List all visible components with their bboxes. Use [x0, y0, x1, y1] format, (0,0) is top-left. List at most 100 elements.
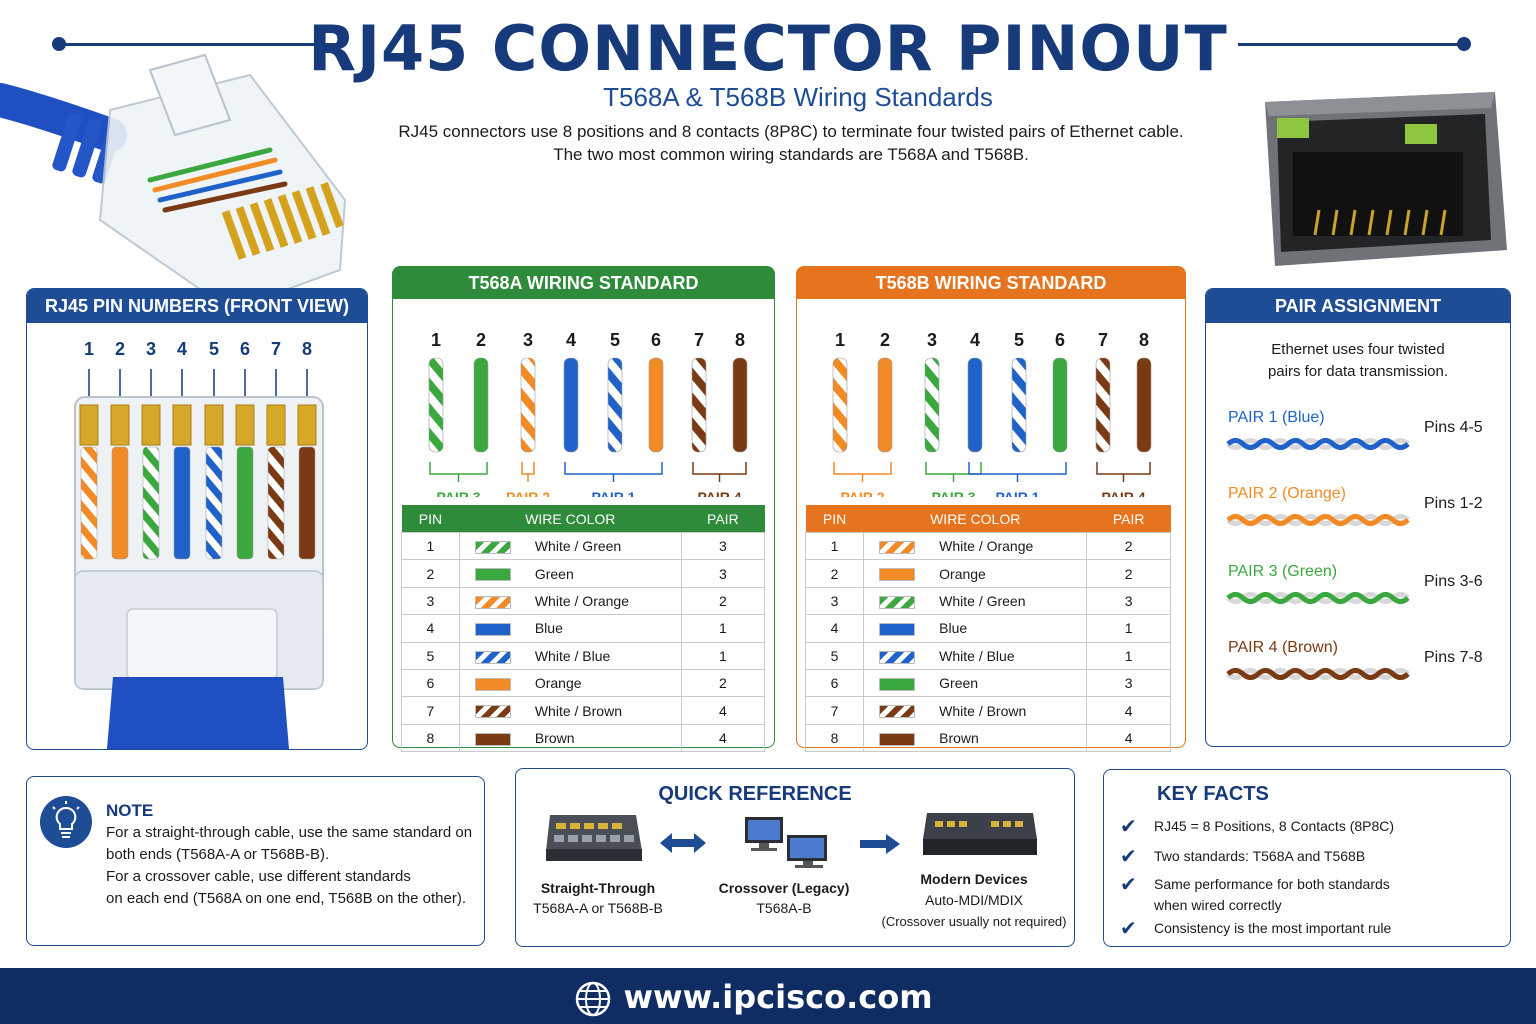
t568b-col-wire-color: WIRE COLOR	[930, 510, 1021, 527]
t568b-cell-wire-color: Brown	[863, 723, 1088, 753]
t568b-cell-pair: 1	[1086, 641, 1171, 670]
intro-text: RJ45 connectors use 8 positions and 8 co…	[0, 120, 1536, 166]
t568a-cell-wire-color: White / Blue	[458, 641, 682, 670]
t568b-pair-label: PAIR 1	[995, 489, 1039, 497]
t568b-pair-label: PAIR 2	[840, 489, 884, 497]
footer-website-link[interactable]: www.ipcisco.com	[623, 978, 933, 1016]
check-icon: ✔	[1120, 874, 1137, 896]
t568a-pair-label: PAIR 3	[436, 489, 480, 497]
t568b-table-row: 1 White / Orange 2	[804, 531, 1171, 561]
pair-pins: Pins 3-6	[1424, 573, 1483, 590]
t568b-cell-pin: 6	[804, 668, 865, 698]
t568b-wire	[1136, 357, 1152, 453]
pair-pins: Pins 7-8	[1424, 649, 1483, 666]
t568a-wire	[473, 357, 489, 453]
t568b-wire	[967, 357, 983, 453]
t568a-pin-number: 2	[476, 330, 486, 350]
t568a-wire-color-label: Blue	[534, 620, 563, 637]
t568a-pin-number: 4	[566, 330, 576, 350]
t568a-wire-color-label: Brown	[534, 729, 575, 746]
wire-color-swatch	[474, 650, 511, 664]
pair-assignment-title: PAIR ASSIGNMENT	[1206, 289, 1510, 323]
t568a-cell-pin: 2	[401, 559, 460, 588]
t568b-cell-pin: 1	[804, 531, 865, 561]
t568a-pair-bracket	[429, 462, 488, 482]
t568b-wire-color-label: Orange	[939, 565, 986, 582]
note-line-3: For a crossover cable, use different sta…	[106, 868, 411, 885]
pair-name: PAIR 2 (Orange)	[1228, 485, 1346, 502]
t568a-cell-wire-color: White / Brown	[458, 696, 682, 725]
t568b-col-pair: PAIR	[1112, 510, 1145, 527]
t568a-cell-wire-color: White / Orange	[458, 586, 682, 616]
t568a-cell-wire-color: White / Green	[458, 531, 682, 561]
t568a-pair-label: PAIR 1	[591, 489, 635, 497]
wire-color-swatch	[879, 623, 916, 637]
t568b-pin-number: 6	[1055, 330, 1065, 350]
t568b-pair-bracket	[1096, 462, 1151, 482]
t568a-panel-title: T568A WIRING STANDARD	[393, 267, 774, 299]
t568a-cell-pin: 5	[401, 641, 460, 670]
t568b-wire	[1011, 357, 1027, 453]
wire-color-swatch	[879, 732, 916, 746]
t568b-cell-pair: 3	[1086, 586, 1171, 616]
pair-name: PAIR 1 (Blue)	[1228, 409, 1325, 426]
wire-color-swatch	[879, 568, 916, 582]
t568a-wire	[520, 357, 536, 453]
t568a-cell-pin: 7	[401, 696, 460, 725]
quick-ref-modern-note: (Crossover usually not required)	[881, 914, 1067, 929]
t568a-table-row: 5 White / Blue 1	[401, 641, 766, 670]
t568a-cell-pair: 1	[680, 614, 766, 643]
t568a-cell-pair: 2	[680, 668, 766, 698]
arrow-right-icon	[860, 834, 900, 854]
t568b-cell-pair: 2	[1086, 531, 1171, 561]
pin-numbers-panel-title: RJ45 PIN NUMBERS (FRONT VIEW)	[27, 289, 367, 323]
t568a-cell-pin: 1	[401, 531, 460, 561]
t568a-wire-color-label: White / Blue	[534, 647, 611, 664]
t568a-cell-wire-color: Blue	[458, 614, 682, 643]
t568b-pin-number: 8	[1139, 330, 1149, 350]
t568b-wire	[924, 357, 940, 453]
t568b-cell-wire-color: White / Brown	[863, 696, 1088, 725]
footer-bar	[0, 968, 1536, 1024]
t568a-wire	[563, 357, 579, 453]
front-view-pin-number: 5	[208, 339, 219, 359]
t568a-pin-number: 6	[651, 330, 661, 350]
t568a-pin-number: 1	[431, 330, 441, 350]
t568a-cell-pair: 1	[680, 641, 766, 670]
twisted-pair-graphic	[1226, 438, 1410, 450]
t568b-wire	[1052, 357, 1068, 453]
note-panel: NOTE For a straight-through cable, use t…	[26, 776, 485, 946]
t568a-wire-color-label: White / Orange	[534, 592, 629, 609]
t568b-cell-wire-color: White / Green	[863, 586, 1088, 616]
t568b-cell-wire-color: Blue	[863, 614, 1088, 643]
t568a-cell-wire-color: Green	[458, 559, 682, 588]
page-subtitle: T568A & T568B Wiring Standards	[603, 82, 993, 112]
note-line-2: both ends (T568A-A or T568B-B).	[106, 846, 330, 863]
front-view-pin-number: 4	[176, 339, 187, 359]
t568b-wire-color-label: White / Orange	[939, 538, 1034, 555]
t568b-wire-color-label: White / Brown	[939, 702, 1027, 719]
t568a-col-wire-color: WIRE COLOR	[525, 510, 616, 527]
t568a-cell-pair: 3	[680, 559, 766, 588]
wire-color-swatch	[879, 677, 916, 691]
wire-color-swatch	[879, 650, 916, 664]
footer-website[interactable]: www.ipcisco.com	[0, 978, 1536, 1016]
check-icon: ✔	[1120, 918, 1137, 940]
t568a-pin-number: 8	[735, 330, 745, 350]
rj45-jack-illustration	[1265, 92, 1507, 266]
t568b-cell-pin: 4	[804, 614, 865, 643]
t568a-col-pair: PAIR	[707, 510, 739, 527]
pair-pins: Pins 1-2	[1424, 495, 1483, 512]
t568a-pair-label: PAIR 2	[506, 489, 550, 497]
t568b-pair-bracket	[968, 462, 1067, 482]
front-view-pin-number: 8	[301, 339, 312, 359]
